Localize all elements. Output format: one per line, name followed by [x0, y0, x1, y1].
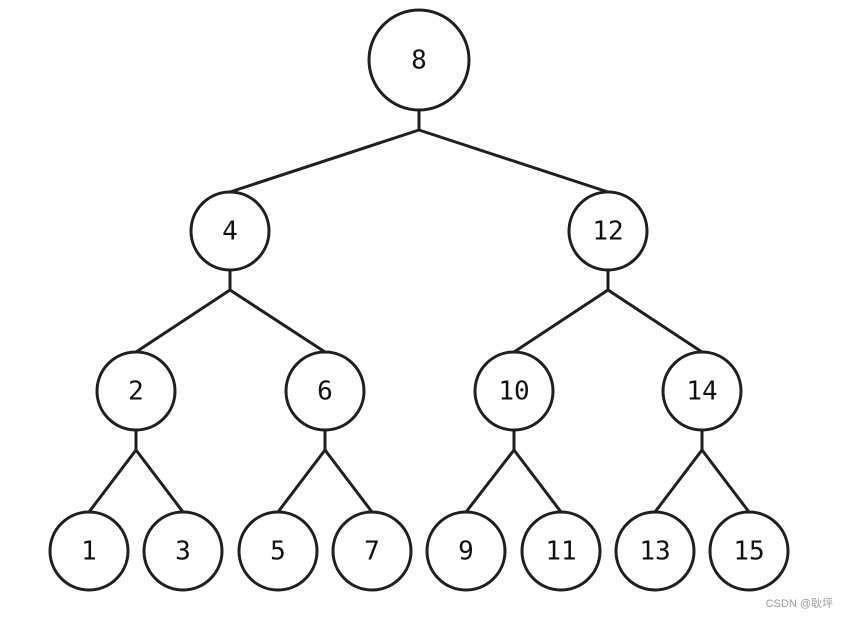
node-label: 10	[498, 377, 529, 407]
node-label: 5	[270, 537, 286, 567]
node-label: 7	[364, 537, 380, 567]
node-label: 3	[175, 537, 191, 567]
node-circle	[48, 510, 130, 592]
watermark: CSDN @耿坪	[765, 598, 833, 610]
tree-node-4: 4	[189, 190, 271, 272]
node-circle	[567, 190, 649, 272]
node-label: 14	[686, 377, 717, 407]
node-circle	[708, 510, 790, 592]
edge-n10-n11	[512, 448, 563, 514]
node-label: 15	[733, 537, 764, 567]
node-circle	[237, 510, 319, 592]
node-label: 1	[81, 537, 97, 567]
edge-n8-n12	[417, 128, 610, 194]
node-circle	[367, 8, 471, 112]
node-circle	[614, 510, 696, 592]
tree-node-1: 1	[48, 510, 130, 592]
node-circle	[189, 190, 271, 272]
edge-n10-n9	[464, 448, 516, 514]
tree-node-5: 5	[237, 510, 319, 592]
edge-n12-n14	[606, 288, 704, 354]
tree-node-3: 3	[142, 510, 224, 592]
edge-n4-n2	[134, 288, 232, 354]
tree-node-10: 10	[473, 350, 555, 432]
tree-node-2: 2	[95, 350, 177, 432]
node-label: 13	[639, 537, 670, 567]
edge-n2-n3	[134, 448, 185, 514]
node-circle	[473, 350, 555, 432]
edges-layer	[87, 108, 751, 514]
node-circle	[520, 510, 602, 592]
node-label: 8	[411, 46, 427, 76]
node-label: 4	[222, 217, 238, 247]
edge-n14-n15	[700, 448, 751, 514]
edge-n6-n5	[276, 448, 327, 514]
edge-n4-n6	[228, 288, 327, 354]
edge-n6-n7	[323, 448, 374, 514]
node-circle	[142, 510, 224, 592]
node-label: 2	[128, 377, 144, 407]
node-circle	[284, 350, 366, 432]
tree-node-8: 8	[367, 8, 471, 112]
tree-node-6: 6	[284, 350, 366, 432]
node-label: 9	[458, 537, 474, 567]
tree-node-15: 15	[708, 510, 790, 592]
edge-n2-n1	[87, 448, 138, 514]
tree-node-11: 11	[520, 510, 602, 592]
edge-n14-n13	[653, 448, 704, 514]
tree-node-13: 13	[614, 510, 696, 592]
tree-node-12: 12	[567, 190, 649, 272]
edge-n8-n4	[228, 128, 421, 194]
node-circle	[425, 510, 507, 592]
node-circle	[661, 350, 743, 432]
tree-node-9: 9	[425, 510, 507, 592]
node-label: 6	[317, 377, 333, 407]
tree-node-14: 14	[661, 350, 743, 432]
node-label: 11	[545, 537, 576, 567]
node-label: 12	[592, 217, 623, 247]
node-circle	[95, 350, 177, 432]
tree-node-7: 7	[331, 510, 413, 592]
edge-n12-n10	[512, 288, 610, 354]
node-circle	[331, 510, 413, 592]
